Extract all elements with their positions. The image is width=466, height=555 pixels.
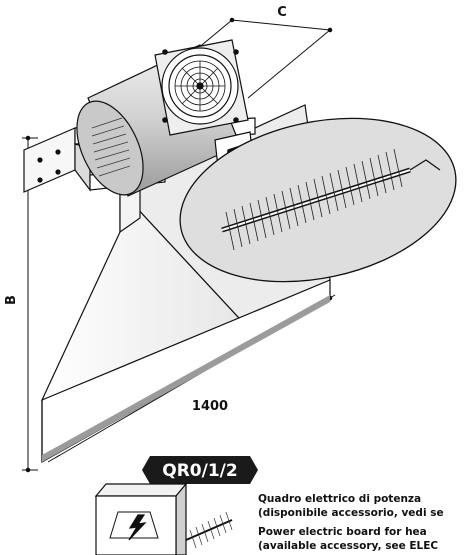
power-electric-board — [94, 482, 233, 555]
accessory-badge-label: QR0/1/2 — [162, 461, 237, 481]
blower-rotor — [91, 117, 131, 177]
heating-fins — [225, 148, 403, 251]
dimension-c-label: C — [277, 5, 287, 20]
caption-italian-title: Quadro elettrico di potenza — [258, 493, 421, 505]
caption-italian-note: (disponibile accessorio, vedi se — [258, 507, 444, 519]
accessory-badge: QR0/1/2 — [142, 456, 258, 484]
caption-english-note: (available accessory, see ELEC — [258, 540, 438, 552]
fan-motor — [154, 39, 249, 136]
dimension-1400-label: 1400 — [192, 399, 228, 414]
dimension-b — [22, 135, 38, 473]
heating-element-detail — [179, 117, 457, 283]
caption-english-title: Power electric board for hea — [258, 526, 427, 538]
board-heating-element — [185, 511, 233, 549]
high-voltage-icon — [128, 514, 147, 541]
dimension-b-label: B — [4, 295, 19, 305]
heating-element — [221, 148, 441, 251]
